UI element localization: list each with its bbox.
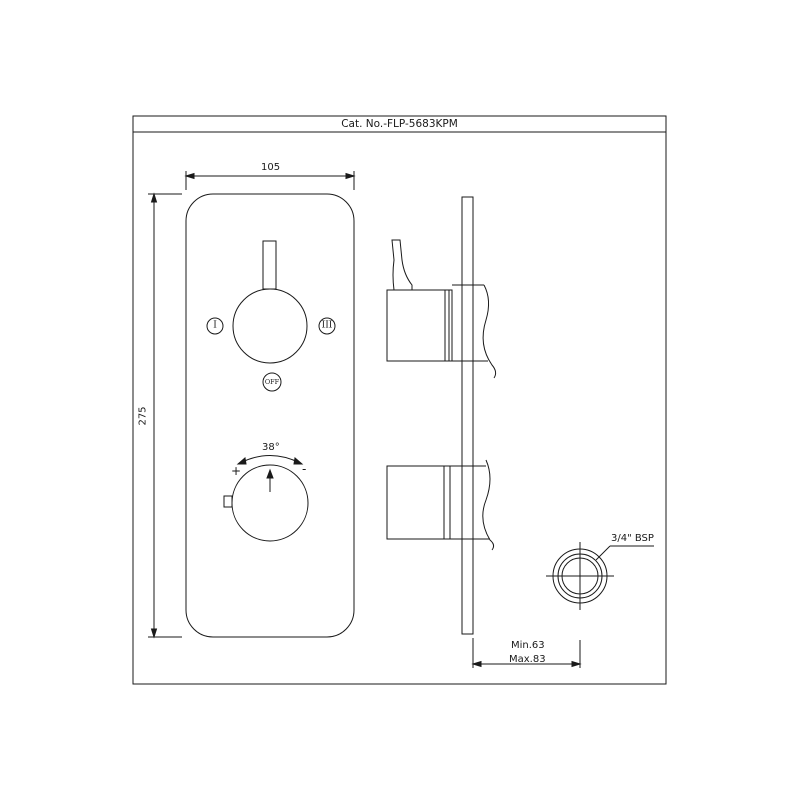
safety-button	[223, 495, 233, 508]
position-label-off: OFF	[264, 377, 280, 386]
diverter-knob	[232, 288, 308, 364]
side-upper-body	[386, 289, 446, 362]
position-label-right: III	[321, 320, 333, 331]
width-label: 105	[261, 162, 281, 173]
depth-max-label: Max.83	[509, 654, 546, 665]
depth-arrow-right	[571, 660, 582, 668]
drawing-frame	[132, 115, 667, 685]
position-marker-off	[262, 372, 282, 392]
bsp-label: 3/4" BSP	[611, 533, 654, 544]
rotation-arrow-right	[293, 457, 304, 465]
diverter-lever	[262, 240, 277, 290]
side-lower-body	[386, 465, 445, 540]
angle-label: 38°	[262, 442, 280, 453]
side-lower-collar	[443, 465, 451, 540]
cover-plate-side	[461, 196, 474, 635]
thermostat-indicator-arrow	[266, 468, 274, 479]
width-arrow-left	[184, 172, 195, 180]
side-lever	[391, 239, 413, 291]
position-label-left: I	[213, 320, 217, 331]
side-upper-break	[482, 284, 497, 379]
depth-min-label: Min.63	[511, 640, 545, 651]
height-arrow-top	[150, 192, 158, 203]
rotation-arrow-left	[236, 457, 247, 465]
height-label: 275	[137, 406, 149, 426]
minus-label: -	[302, 462, 307, 476]
bsp-leader	[595, 545, 611, 561]
rotation-arc	[239, 455, 301, 464]
plus-label: +	[231, 464, 242, 478]
side-lower-break	[482, 459, 495, 551]
position-marker-left	[206, 317, 224, 335]
width-arrow-right	[345, 172, 356, 180]
depth-arrow-left	[471, 660, 482, 668]
height-arrow-bottom	[150, 628, 158, 639]
catalog-title: Cat. No.-FLP-5683KPM	[341, 118, 458, 130]
position-marker-right	[318, 317, 336, 335]
cover-plate-front	[185, 193, 355, 638]
